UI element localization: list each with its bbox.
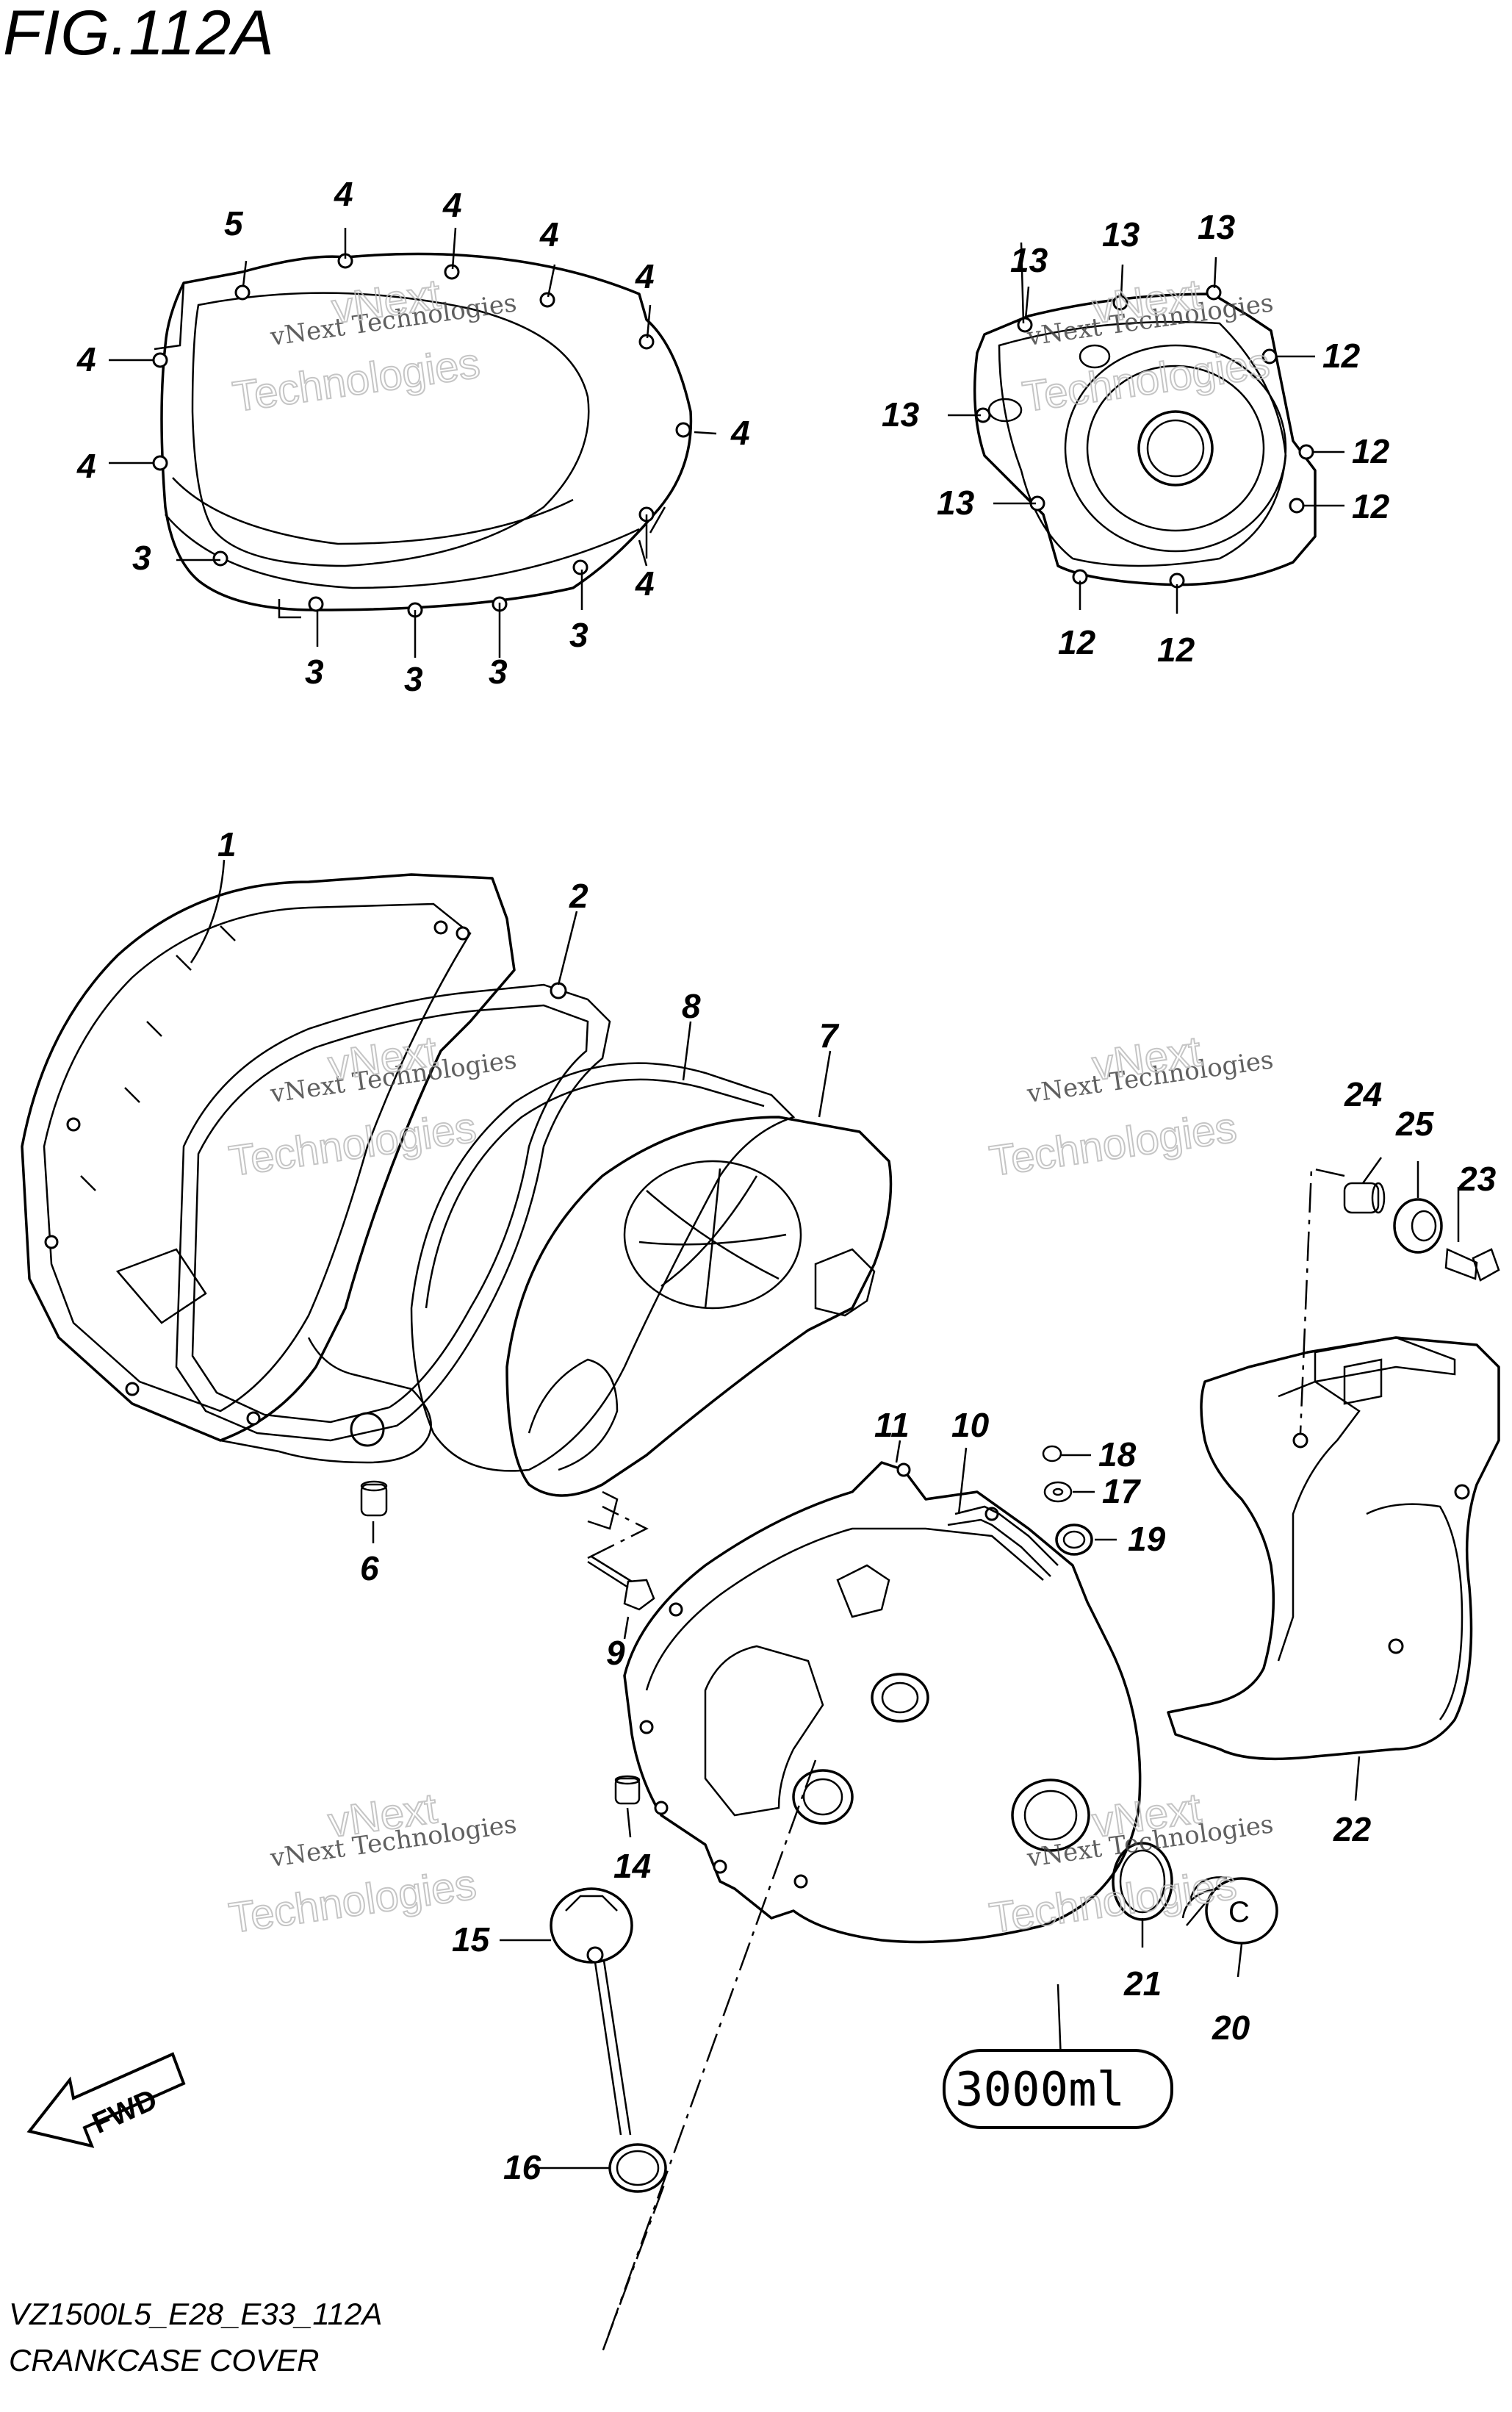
callout-4: 4 [76, 447, 96, 485]
callout-4: 4 [635, 564, 655, 603]
callout-5: 5 [224, 204, 244, 243]
callout-20: 20 [1212, 2009, 1250, 2047]
callout-7: 7 [819, 1016, 840, 1055]
outer-cover-part-7 [505, 1116, 893, 1530]
callout-9: 9 [606, 1634, 625, 1672]
callout-24: 24 [1344, 1075, 1382, 1113]
assembly-lines [587, 1167, 1345, 2352]
side-cover-part-22 [1167, 1336, 1500, 1761]
callout-1: 1 [217, 825, 237, 864]
dowel-pin-part-14 [614, 1775, 641, 1805]
oil-filler-cap-part-15 [550, 1887, 633, 2136]
svg-text:Technologies: Technologies [230, 339, 483, 420]
o-ring-part-16 [608, 2143, 667, 2193]
callout-6: 6 [360, 1549, 379, 1587]
callout-3: 3 [404, 660, 423, 698]
plug-cap-mark: C [1228, 1896, 1250, 1928]
dowel-pin-part-6 [360, 1480, 388, 1517]
callout-13: 13 [1102, 215, 1140, 254]
callout-4: 4 [334, 175, 353, 213]
callout-4: 4 [539, 215, 559, 254]
callout-4: 4 [76, 340, 96, 378]
o-ring-part-19 [1055, 1523, 1093, 1556]
svg-text:Technologies: Technologies [987, 1103, 1239, 1185]
callout-19: 19 [1128, 1520, 1166, 1558]
callout-3: 3 [569, 616, 588, 654]
figure-caption: CRANKCASE COVER [9, 2343, 320, 2377]
callout-8: 8 [682, 987, 701, 1025]
callout-13: 13 [882, 395, 920, 434]
grommet-part-25 [1393, 1198, 1443, 1254]
generator-cover-part-11 [623, 1461, 1142, 1944]
callout-13: 13 [1198, 208, 1236, 246]
bolt-part-23 [1444, 1248, 1500, 1282]
callout-21: 21 [1123, 1964, 1162, 2003]
callout-4: 4 [730, 414, 750, 452]
callout-23: 23 [1458, 1160, 1497, 1198]
callout-3: 3 [305, 653, 324, 691]
callout-16: 16 [503, 2148, 541, 2186]
gasket-part-8 [410, 1062, 796, 1472]
callout-2: 2 [569, 877, 588, 915]
callout-12: 12 [1352, 487, 1390, 525]
callout-labels: 4 5 4 4 4 4 4 4 4 3 3 3 3 3 13 13 13 13 … [76, 175, 1497, 2186]
figure-code: VZ1500L5_E28_E33_112A [9, 2297, 383, 2331]
callout-3: 3 [132, 539, 151, 577]
leader-lines [109, 227, 1460, 2169]
callout-13: 13 [1010, 241, 1048, 279]
callout-12: 12 [1322, 337, 1361, 375]
gasket-part-10 [947, 1505, 1059, 1577]
plug-cap-part-20 [1181, 1876, 1278, 1945]
callout-25: 25 [1395, 1105, 1435, 1143]
generator-cover-top-view [973, 284, 1317, 589]
collar-part-24 [1343, 1182, 1386, 1214]
callout-4: 4 [442, 186, 462, 224]
callout-11: 11 [874, 1406, 910, 1444]
svg-text:Technologies: Technologies [226, 1860, 479, 1942]
callout-12: 12 [1352, 432, 1390, 470]
svg-text:Technologies: Technologies [1020, 339, 1272, 420]
callout-17: 17 [1102, 1472, 1142, 1510]
oil-capacity-text: 3000ml [955, 2063, 1125, 2117]
figure-title: FIG.112A [3, 0, 275, 68]
callout-22: 22 [1333, 1810, 1372, 1848]
callout-10: 10 [951, 1406, 990, 1444]
washer-part-17 [1043, 1481, 1073, 1503]
callout-18: 18 [1098, 1435, 1137, 1474]
callout-12: 12 [1058, 623, 1096, 661]
clutch-cover-part-1 [21, 873, 516, 1464]
callout-15: 15 [452, 1920, 491, 1959]
cap-part-18 [1042, 1445, 1062, 1462]
svg-text:Technologies: Technologies [226, 1103, 479, 1185]
callout-12: 12 [1157, 631, 1195, 669]
fwd-arrow-icon: FWD [26, 2052, 186, 2148]
callout-14: 14 [613, 1847, 651, 1885]
callout-13: 13 [937, 484, 975, 522]
callout-3: 3 [489, 653, 508, 691]
callout-4: 4 [635, 257, 655, 295]
oil-capacity-badge: 3000ml [943, 2049, 1173, 2129]
bolt-part-9 [587, 1555, 655, 1611]
